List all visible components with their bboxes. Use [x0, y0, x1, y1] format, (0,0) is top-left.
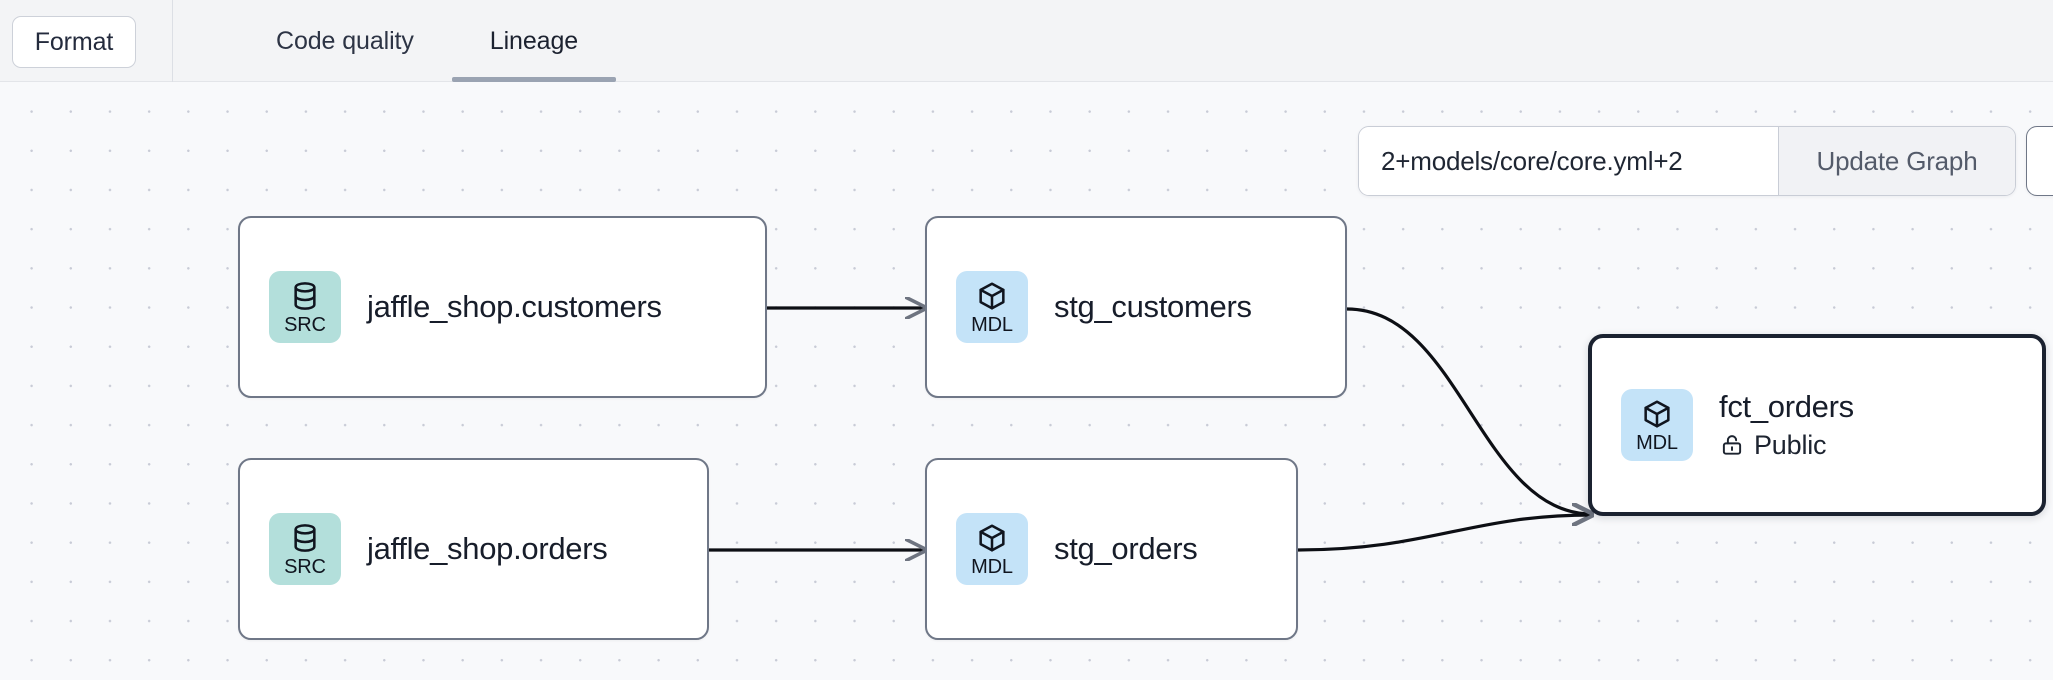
- lineage-canvas[interactable]: SRC jaffle_shop.customers MDL stg_custom…: [0, 82, 2053, 680]
- badge-mdl: MDL: [956, 513, 1028, 585]
- cube-icon: [979, 281, 1005, 310]
- database-icon: [294, 281, 316, 310]
- cube-icon: [1644, 399, 1670, 428]
- tab-bar: Code quality Lineage: [238, 0, 617, 82]
- visibility-label: Public: [1754, 429, 1827, 460]
- badge-label: SRC: [284, 313, 326, 336]
- cube-icon: [979, 523, 1005, 552]
- node-title: stg_customers: [1054, 289, 1252, 325]
- node-stg-customers[interactable]: MDL stg_customers: [925, 216, 1347, 398]
- badge-mdl: MDL: [1621, 389, 1693, 461]
- toolbar: Format Code quality Lineage: [0, 0, 2053, 82]
- badge-mdl: MDL: [956, 271, 1028, 343]
- format-button[interactable]: Format: [12, 16, 136, 68]
- unlock-icon: [1722, 435, 1742, 455]
- node-text: jaffle_shop.orders: [367, 531, 608, 567]
- node-text: jaffle_shop.customers: [367, 289, 662, 325]
- node-stg-orders[interactable]: MDL stg_orders: [925, 458, 1298, 640]
- badge-label: MDL: [971, 313, 1013, 336]
- node-title: stg_orders: [1054, 531, 1198, 567]
- badge-label: MDL: [1636, 431, 1678, 454]
- node-text: stg_orders: [1054, 531, 1198, 567]
- node-jaffle-shop-orders[interactable]: SRC jaffle_shop.orders: [238, 458, 709, 640]
- update-graph-button[interactable]: Update Graph: [1778, 127, 2015, 195]
- tab-lineage[interactable]: Lineage: [451, 0, 617, 82]
- node-text: stg_customers: [1054, 289, 1252, 325]
- badge-label: SRC: [284, 555, 326, 578]
- node-visibility: Public: [1719, 430, 1854, 461]
- graph-selector-controls: Update Graph: [1358, 126, 2016, 196]
- badge-label: MDL: [971, 555, 1013, 578]
- tab-code-quality[interactable]: Code quality: [276, 26, 414, 55]
- node-title: fct_orders: [1719, 389, 1854, 425]
- node-title: jaffle_shop.customers: [367, 289, 662, 325]
- edge-stgorders-to-fctorders: [1297, 515, 1592, 552]
- toolbar-divider: [172, 0, 173, 82]
- badge-src: SRC: [269, 271, 341, 343]
- canvas-control-partial-1[interactable]: [2026, 126, 2053, 196]
- node-jaffle-shop-customers[interactable]: SRC jaffle_shop.customers: [238, 216, 767, 398]
- node-fct-orders[interactable]: MDL fct_orders Public: [1588, 334, 2046, 516]
- badge-src: SRC: [269, 513, 341, 585]
- node-text: fct_orders Public: [1719, 389, 1854, 461]
- edge-stgcustomers-to-fctorders: [1346, 307, 1592, 514]
- database-icon: [294, 523, 316, 552]
- node-title: jaffle_shop.orders: [367, 531, 608, 567]
- graph-selector-input[interactable]: [1359, 127, 1778, 195]
